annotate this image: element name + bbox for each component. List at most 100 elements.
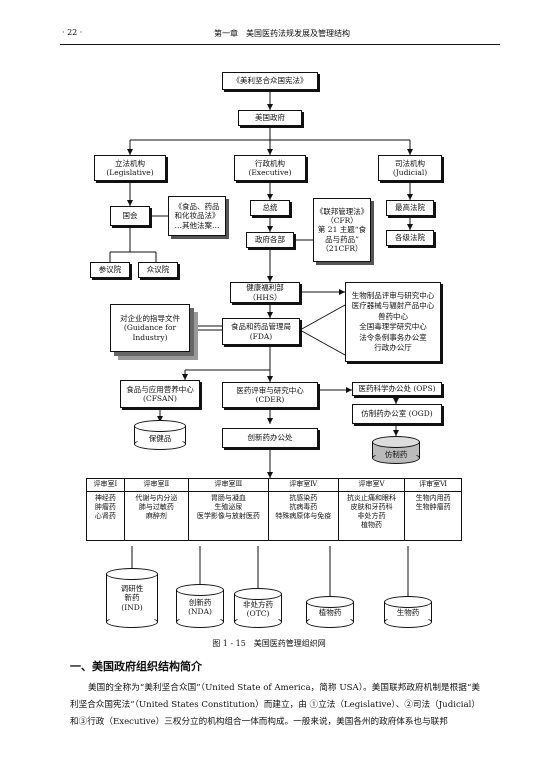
room-2-item: 肺与过敏药 — [138, 503, 174, 512]
center-nctr: 全国毒理学研究中心 — [359, 322, 427, 331]
nda-line1: 创新药 — [188, 598, 212, 607]
fda-centers-box: 生物制品评审与研究中心 医疗器械与辐射产品中心 兽药中心 全国毒理学研究中心 法… — [345, 282, 441, 362]
cder-box: 医药评审与研究中心 (CDER) — [222, 382, 318, 408]
room-1-item: 心肾药 — [94, 512, 116, 521]
supreme-court-box: 最高法院 — [386, 200, 434, 216]
room-4-item: 特殊病原体与免疫 — [275, 512, 332, 521]
ind-cylinder: 调研性 新药 (IND) — [106, 568, 158, 628]
biologics-cylinder: 生物药 — [384, 596, 432, 628]
room-3-item: 胃肠与凝血 — [210, 494, 246, 502]
senate-box: 参议院 — [90, 262, 130, 278]
room-5-item: 皮肤和牙药科 — [350, 503, 393, 512]
cder-en: (CDER) — [255, 395, 285, 404]
judicial-zh: 司法机构 — [395, 158, 425, 168]
cfr-line1: 《联邦管理法》 — [315, 206, 369, 216]
senate-label: 参议院 — [98, 265, 122, 275]
ops-box: 医药科学办公处 (OPS) — [352, 382, 442, 396]
room-3-header: 评审室Ⅲ — [188, 478, 269, 492]
cfr-line4: 品与药品” — [325, 234, 359, 244]
room-4-item: 抗病毒药 — [289, 503, 318, 512]
ogd-box: 仿制药办公室 (OGD) — [352, 404, 442, 424]
legislative-en: (Legislative) — [106, 168, 154, 177]
departments-label: 政府各部 — [255, 235, 285, 245]
hhs-box: 健康福利部 （HHS） — [230, 282, 300, 303]
room-2-items: 代谢与内分泌 肺与过敏药 麻醉剂 — [123, 491, 190, 541]
constitution-box: 《美利坚合众国宪法》 — [222, 72, 318, 90]
header-rule — [60, 44, 500, 45]
supreme-court-label: 最高法院 — [395, 203, 425, 213]
hhs-zh: 健康福利部 — [246, 283, 284, 293]
review-rooms-table: 评审室Ⅰ 评审室Ⅱ 评审室Ⅲ 评审室Ⅳ 评审室Ⅴ 评审室Ⅵ 神经药 肿瘤药 心肾… — [86, 478, 462, 541]
generic-drug-label: 仿制药 — [384, 450, 408, 459]
biologics-label: 生物药 — [396, 608, 420, 617]
executive-box: 行政机构 (Executive) — [234, 155, 306, 181]
nda-cylinder: 创新药 (NDA) — [176, 584, 224, 628]
ops-label: 医药科学办公处 (OPS) — [358, 384, 436, 394]
room-6-item: 生物内用药 — [415, 494, 451, 502]
room-4-items: 抗感染药 抗病毒药 特殊病原体与免疫 — [267, 491, 339, 541]
otc-cylinder: 非处方药 (OTC) — [234, 588, 282, 628]
cfr-line2: （CFR） — [326, 215, 358, 225]
guidance-line1: 对企业的指导文件 — [120, 313, 180, 323]
room-5-items: 抗炎止痛和眼科 皮肤和牙药科 非处方药 植物药 — [337, 491, 406, 541]
cfsan-zh: 食品与应用营养中心 — [126, 384, 194, 394]
room-2-item: 麻醉剂 — [145, 512, 167, 521]
health-food-cylinder: 保健品 — [134, 420, 186, 450]
room-1-item: 神经药 — [94, 494, 116, 502]
president-label: 总统 — [262, 203, 278, 213]
government-label: 美国政府 — [255, 113, 285, 123]
otc-line2: (OTC) — [246, 609, 270, 619]
ind-line1: 调研性 — [120, 584, 144, 593]
cfsan-box: 食品与应用营养中心 (CFSAN) — [120, 380, 200, 408]
cfsan-en: (CFSAN) — [143, 394, 177, 403]
fdca-document: 《食品、药品 和化妆品法》 …其他法案… — [168, 196, 226, 236]
fda-zh: 食品和药品管理局 — [231, 322, 291, 332]
guidance-document: 对企业的指导文件 (Guidance for Industry) — [110, 304, 190, 352]
page-number: · 22 · — [62, 28, 83, 37]
room-6-item: 生物肿瘤药 — [415, 503, 451, 512]
lower-courts-label: 各级法院 — [395, 233, 425, 243]
legislative-box: 立法机构 (Legislative) — [94, 155, 166, 181]
ind-line3: (IND) — [121, 602, 143, 612]
fdca-line3: …其他法案… — [174, 220, 220, 230]
congress-box: 国会 — [110, 206, 150, 226]
center-cvm: 兽药中心 — [378, 311, 408, 321]
ind-line2: 新药 — [124, 593, 140, 603]
legislative-zh: 立法机构 — [115, 158, 145, 168]
president-box: 总统 — [250, 200, 290, 216]
otc-label: 非处方药 (OTC) — [234, 600, 282, 619]
body-paragraph: 美国的全称为“美利坚合众国”（United State of America，简… — [70, 683, 480, 727]
house-label: 众议院 — [146, 265, 170, 275]
center-cber: 生物制品评审与研究中心 — [351, 290, 435, 300]
constitution-label: 《美利坚合众国宪法》 — [232, 76, 308, 86]
running-header: 第一章 美国医药法规发展及管理结构 — [214, 29, 350, 38]
fda-box: 食品和药品管理局 (FDA) — [222, 318, 300, 345]
figure-caption: 图 1 - 15 美国医药管理组织网 — [212, 639, 326, 648]
new-drug-office-label: 创新药办公处 — [247, 433, 293, 443]
executive-zh: 行政机构 — [255, 158, 285, 168]
botanical-label: 植物药 — [318, 608, 342, 617]
room-6-items: 生物内用药 生物肿瘤药 — [404, 491, 462, 541]
cfr-line3: 第 21 主题“食 — [317, 225, 367, 235]
room-5-item: 抗炎止痛和眼科 — [347, 494, 397, 502]
room-5-item: 非处方药 — [357, 512, 386, 521]
room-5-header: 评审室Ⅴ — [337, 478, 406, 492]
room-2-header: 评审室Ⅱ — [123, 478, 190, 492]
room-6-header: 评审室Ⅵ — [404, 478, 462, 492]
congress-label: 国会 — [122, 211, 138, 221]
room-3-items: 胃肠与凝血 生殖泌尿 医学影像与放射医药 — [188, 491, 269, 541]
house-box: 众议院 — [138, 262, 178, 278]
cfr-document: 《联邦管理法》 （CFR） 第 21 主题“食 品与药品” （21CFR） — [313, 198, 371, 262]
center-oc: 行政办公厅 — [374, 343, 412, 352]
departments-box: 政府各部 — [246, 232, 294, 248]
room-4-header: 评审室Ⅳ — [267, 478, 339, 492]
room-4-item: 抗感染药 — [289, 494, 318, 502]
guidance-line2: (Guidance for — [123, 323, 177, 333]
guidance-line3: Industry) — [132, 332, 168, 342]
generic-drug-cylinder: 仿制药 — [372, 436, 420, 464]
hhs-en: （HHS） — [248, 292, 282, 302]
health-food-label: 保健品 — [148, 434, 172, 443]
ind-label: 调研性 新药 (IND) — [106, 584, 158, 612]
judicial-en: (Judicial) — [392, 168, 428, 177]
